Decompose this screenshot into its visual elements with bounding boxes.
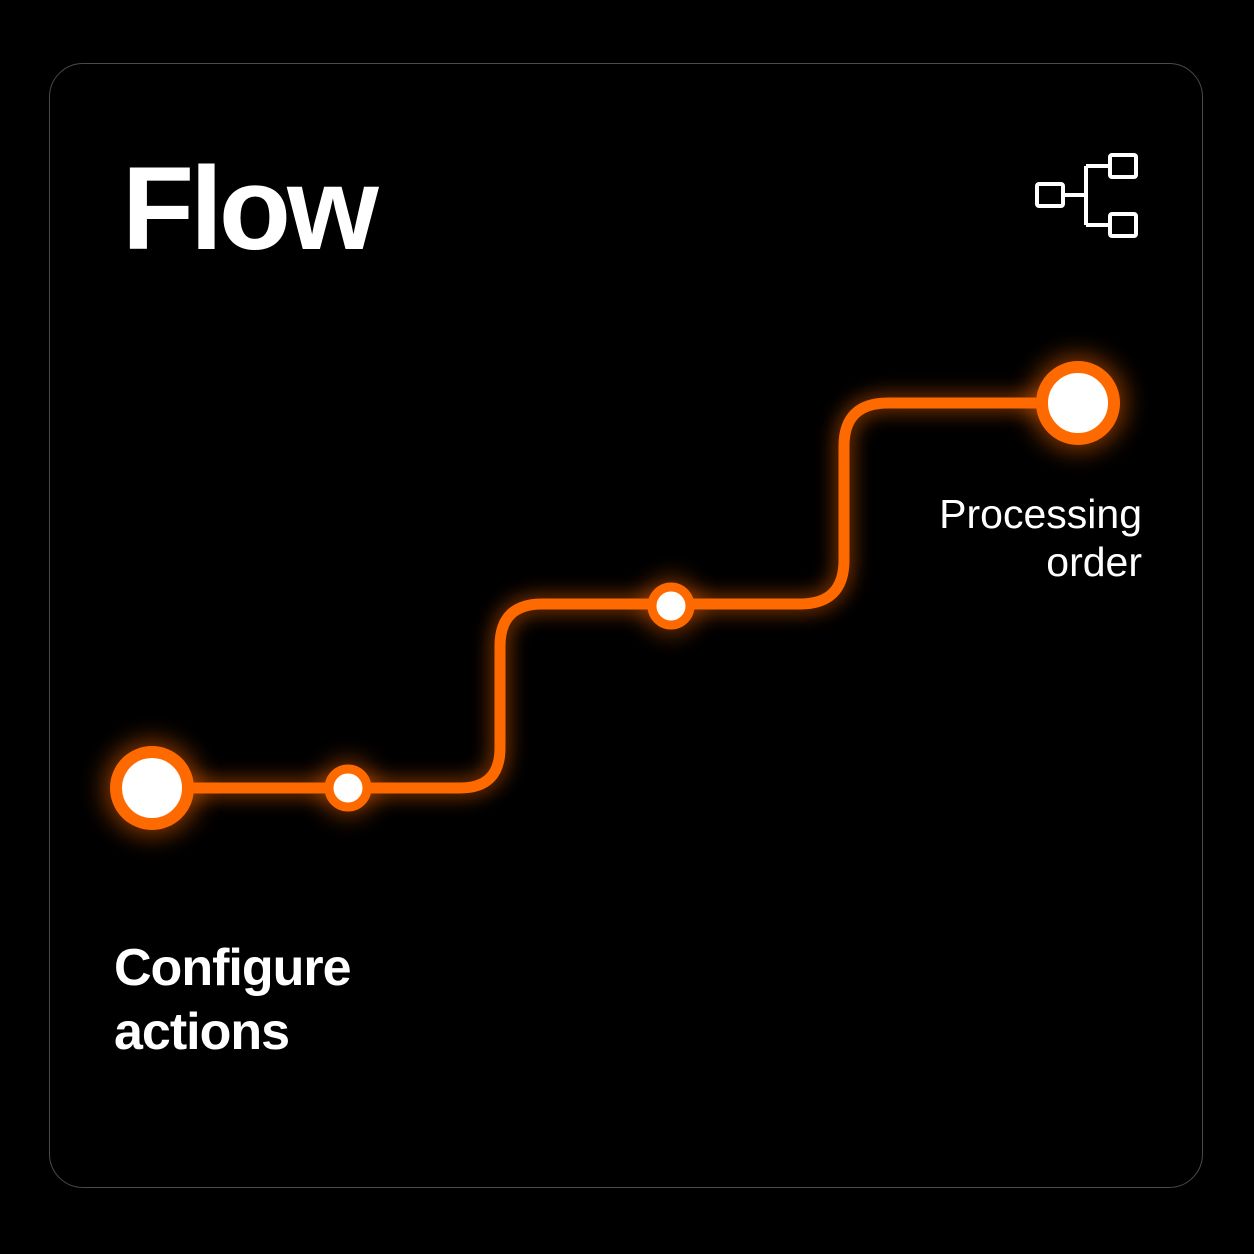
flowchart-branch-icon xyxy=(1035,153,1138,238)
end-step-label: Processing order xyxy=(939,491,1142,585)
start-step-label: Configure actions xyxy=(114,939,352,1061)
waypoint-node-2[interactable] xyxy=(643,578,699,634)
path-glow xyxy=(152,395,1078,796)
flow-path xyxy=(152,397,1078,794)
start-node[interactable] xyxy=(104,740,200,836)
waypoint-node-1[interactable] xyxy=(320,760,376,816)
page-title: Flow xyxy=(122,143,379,275)
end-node[interactable] xyxy=(1030,355,1126,451)
flow-card xyxy=(49,63,1203,1188)
